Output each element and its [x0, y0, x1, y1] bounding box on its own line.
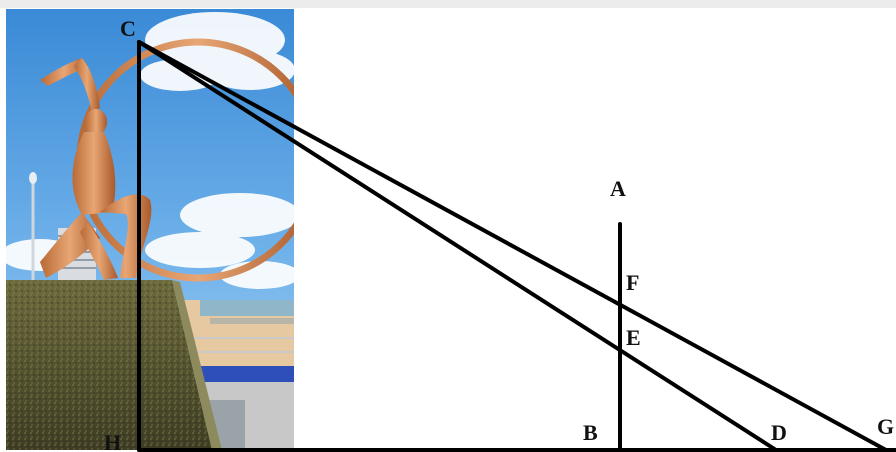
label-f: F — [626, 270, 639, 295]
lamp-post — [29, 172, 37, 282]
geometry-lines — [137, 40, 896, 452]
label-h: H — [104, 430, 121, 452]
label-b: B — [583, 420, 598, 445]
statue-photo — [6, 9, 294, 450]
label-e: E — [626, 325, 641, 350]
point-labels: C H A F E B D G — [104, 16, 894, 452]
segment-cd — [137, 40, 778, 452]
label-a: A — [610, 176, 626, 201]
label-c: C — [120, 16, 136, 41]
label-d: D — [771, 420, 787, 445]
segment-cg — [137, 40, 888, 452]
label-g: G — [877, 414, 894, 439]
stone-pedestal — [6, 280, 222, 450]
top-border — [0, 0, 896, 8]
